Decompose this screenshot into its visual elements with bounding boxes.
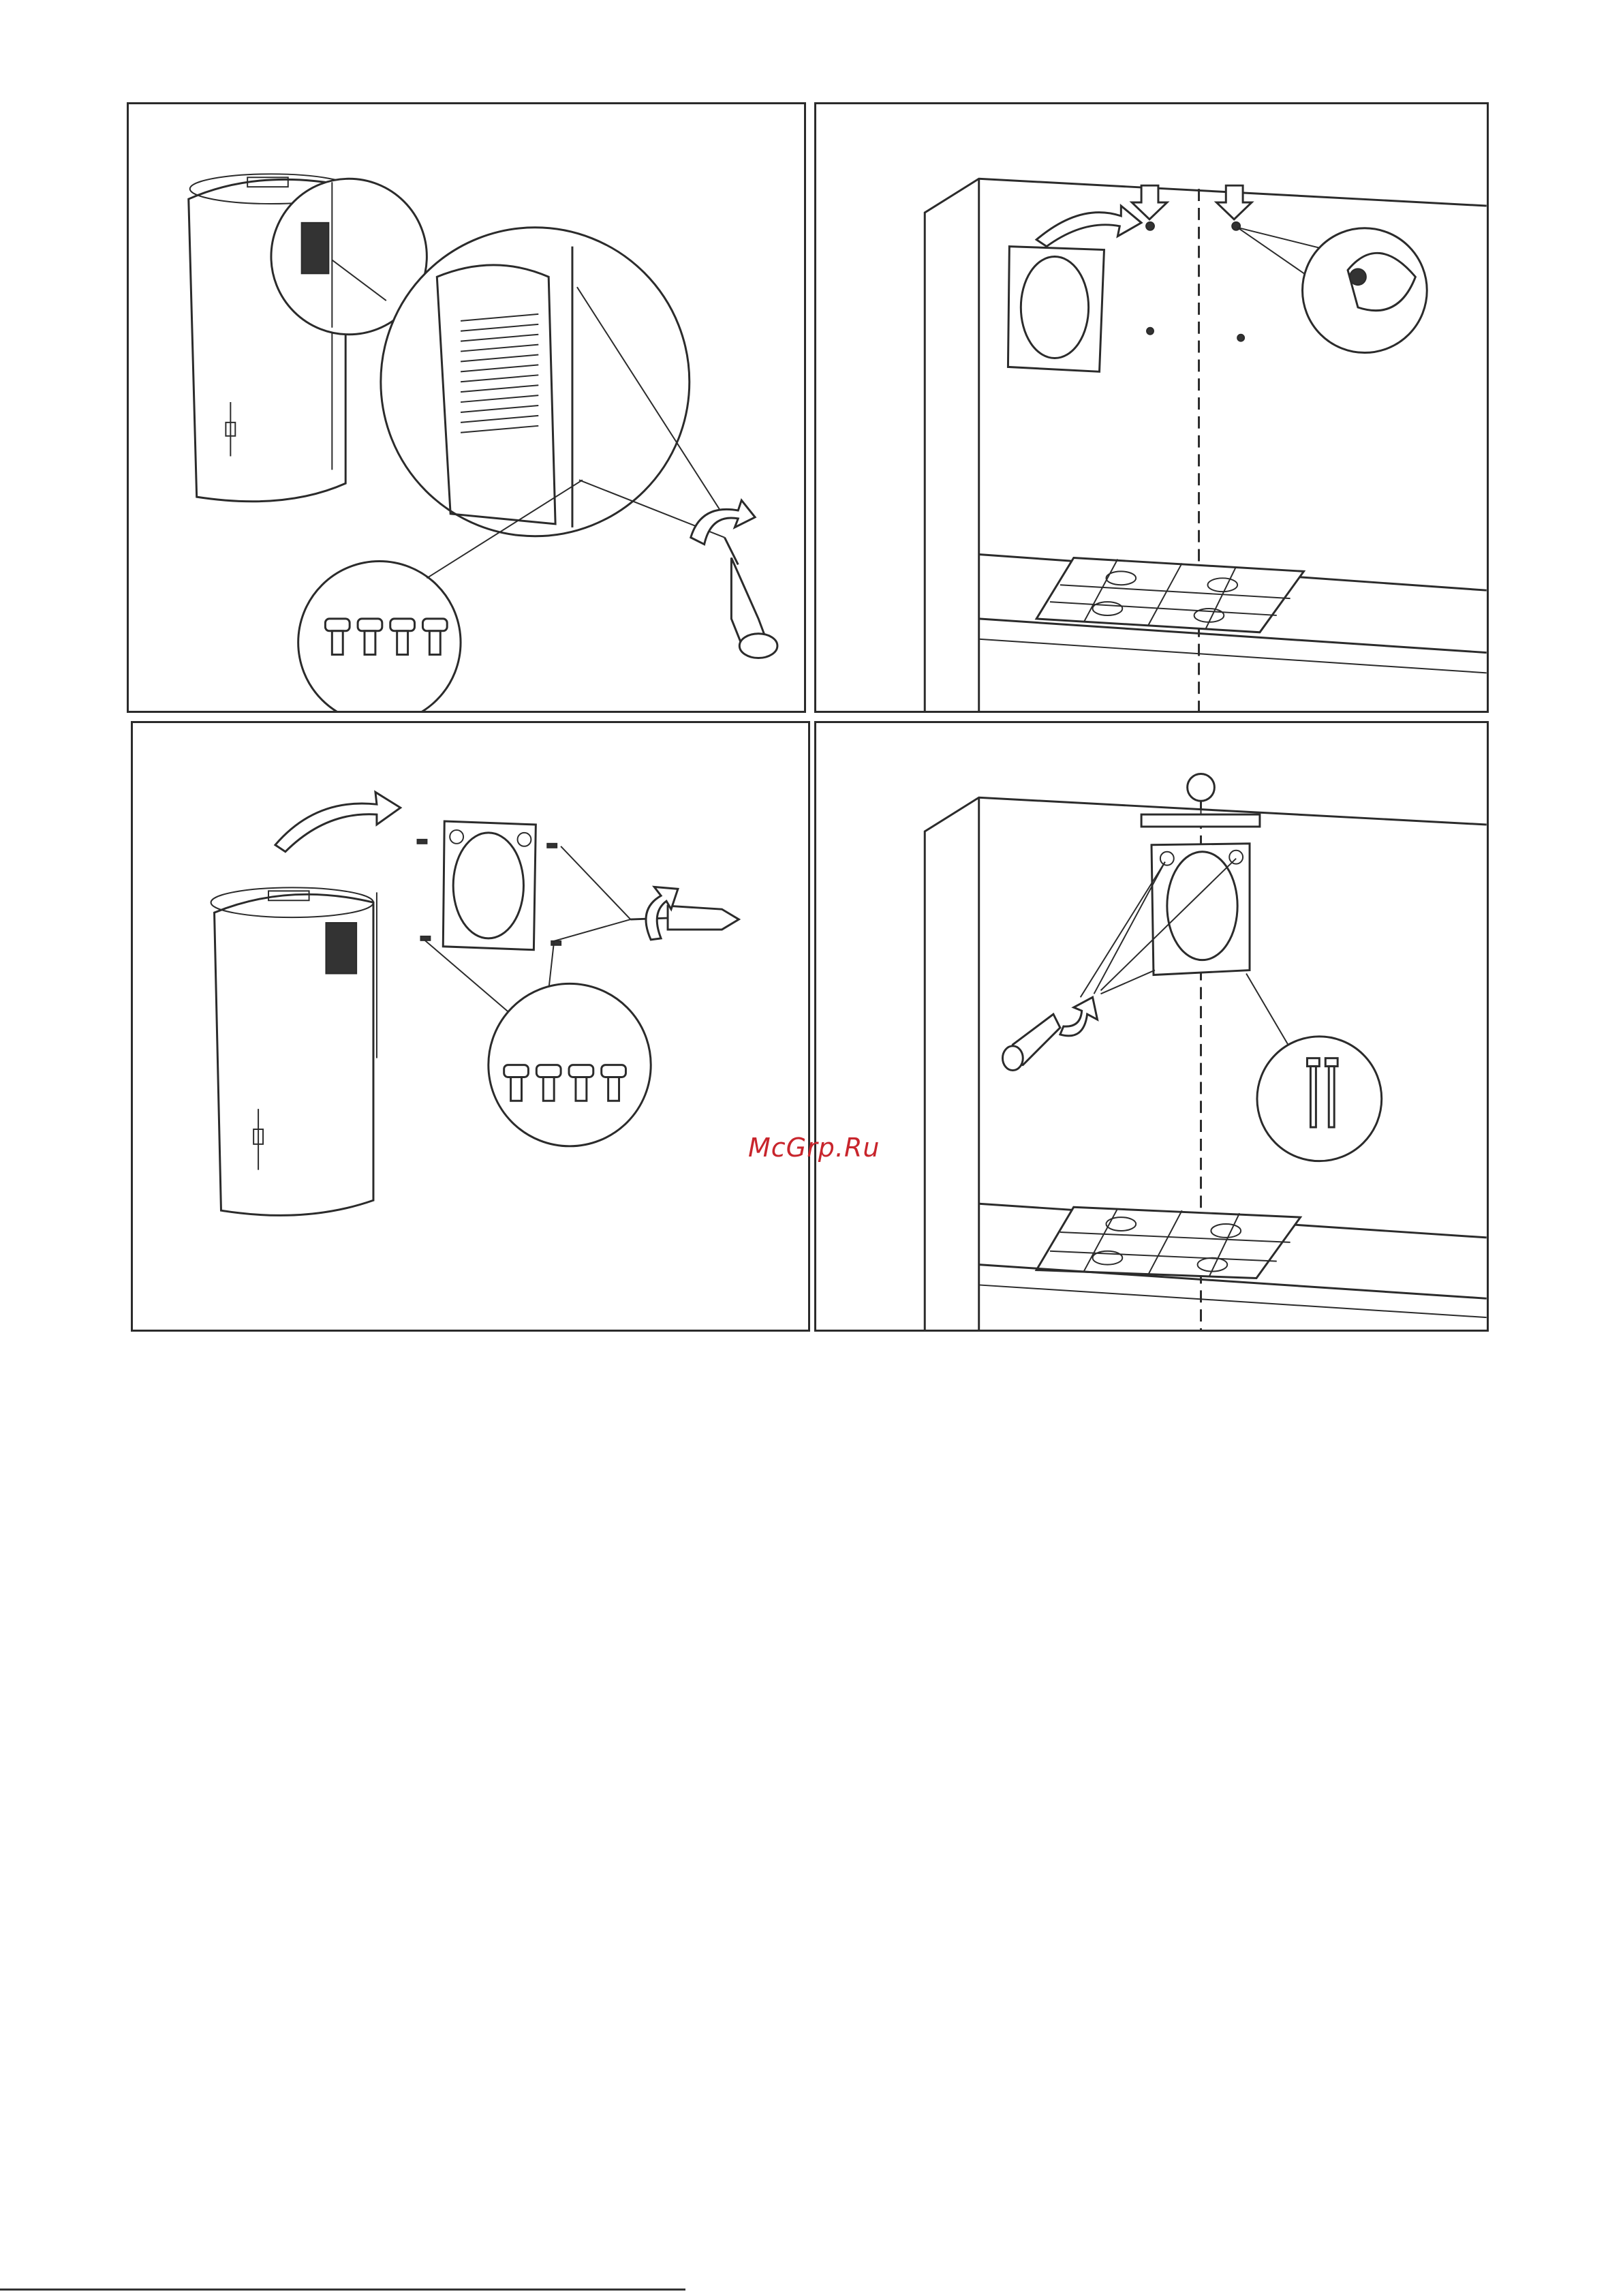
- down-arrow-icon: [1216, 185, 1252, 219]
- plate-attachment-diagram: [133, 723, 808, 1330]
- hob-icon: [1036, 558, 1303, 632]
- mounting-plate-icon: [1151, 844, 1250, 975]
- curved-arrow-icon: [1036, 206, 1141, 247]
- mounting-plate-icon: [1008, 247, 1104, 372]
- wall-plug-magnifier-icon: [1237, 228, 1427, 353]
- screws-magnifier-icon: [489, 983, 651, 1146]
- spirit-level-icon: [1141, 774, 1260, 826]
- wall-fixing-diagram: [816, 723, 1487, 1330]
- screwdriver-icon: [724, 538, 777, 658]
- hob-icon: [1036, 1207, 1300, 1278]
- rotate-arrow-icon: [691, 500, 755, 545]
- illustration-panel-attach-plate: [131, 721, 810, 1332]
- hood-disassembly-diagram: [129, 104, 804, 711]
- watermark-text: McGrp.Ru: [748, 1133, 880, 1163]
- rotate-arrow-icon: [1060, 997, 1098, 1036]
- footer-divider: [0, 2289, 685, 2291]
- wall-marking-diagram: [816, 104, 1487, 711]
- curved-arrow-icon: [275, 792, 401, 851]
- illustration-panel-mark-wall: [814, 102, 1489, 713]
- screwdriver-icon: [1002, 1014, 1060, 1070]
- illustration-panel-fix-plate-to-wall: [814, 721, 1489, 1332]
- down-arrow-icon: [1132, 185, 1167, 219]
- bolts-magnifier-icon: [1257, 1037, 1382, 1161]
- mounting-plate-icon: [443, 821, 536, 950]
- cylindrical-hood-icon: [211, 887, 377, 1215]
- illustration-panel-remove-screws: [127, 102, 806, 713]
